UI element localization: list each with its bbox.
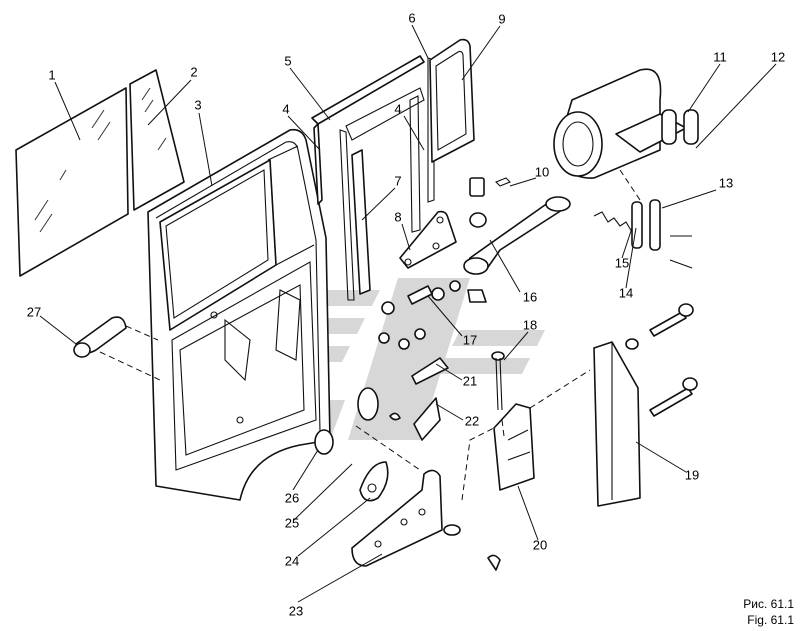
callout-21: 21 [463, 373, 477, 388]
callout-6: 6 [408, 10, 415, 25]
callout-labels: 1 2 3 4 4 5 6 7 8 9 10 11 12 13 14 15 16… [27, 10, 785, 618]
callout-10: 10 [535, 164, 549, 179]
regulator-arm [463, 177, 571, 275]
door-hinge-plate [351, 469, 501, 571]
caption-en: Fig. 61.1 [747, 613, 794, 627]
fasteners [314, 280, 487, 455]
pipe-with-clamp [553, 68, 699, 179]
window-regulator-bracket [399, 210, 457, 269]
figure-caption: Рис. 61.1 Fig. 61.1 [743, 597, 794, 627]
callout-13: 13 [719, 175, 733, 190]
callout-27: 27 [27, 304, 41, 319]
callout-2: 2 [190, 64, 197, 79]
callout-22: 22 [465, 413, 479, 428]
vent-glass [129, 69, 185, 211]
callout-17: 17 [463, 332, 477, 347]
caption-ru: Рис. 61.1 [743, 597, 794, 611]
callout-14: 14 [619, 285, 633, 300]
lock-parts [411, 357, 449, 441]
leader-lines [39, 24, 777, 603]
callout-20: 20 [533, 537, 547, 552]
callout-11: 11 [713, 49, 727, 64]
door-pillar-reinforcement [593, 341, 641, 507]
callout-4-left: 4 [282, 101, 289, 116]
callout-18: 18 [523, 317, 537, 332]
callout-5: 5 [284, 53, 291, 68]
guide-rail [351, 149, 371, 295]
callout-1: 1 [48, 67, 55, 82]
callout-4-right: 4 [394, 101, 401, 116]
door-frame [147, 128, 331, 501]
callout-15: 15 [615, 255, 629, 270]
callout-16: 16 [523, 289, 537, 304]
vent-window-frame [429, 38, 475, 163]
callout-9: 9 [498, 11, 505, 26]
window-seals [311, 55, 435, 301]
callout-19: 19 [685, 467, 699, 482]
callout-26: 26 [285, 490, 299, 505]
callout-12: 12 [771, 49, 785, 64]
spring-and-pins [593, 199, 693, 269]
pillar-bolts [625, 303, 698, 417]
hinge-pin [491, 351, 505, 411]
callout-8: 8 [394, 209, 401, 224]
outer-door-handle [73, 316, 127, 358]
hinge [493, 403, 535, 491]
callout-25: 25 [285, 515, 299, 530]
callout-24: 24 [285, 553, 299, 568]
callout-23: 23 [289, 603, 303, 618]
lock-mechanism [407, 285, 433, 305]
door-check-strap [359, 461, 389, 502]
callout-3: 3 [194, 97, 201, 112]
assembly-lines [99, 169, 641, 501]
callout-7: 7 [394, 173, 401, 188]
door-glass-pane [15, 87, 129, 277]
